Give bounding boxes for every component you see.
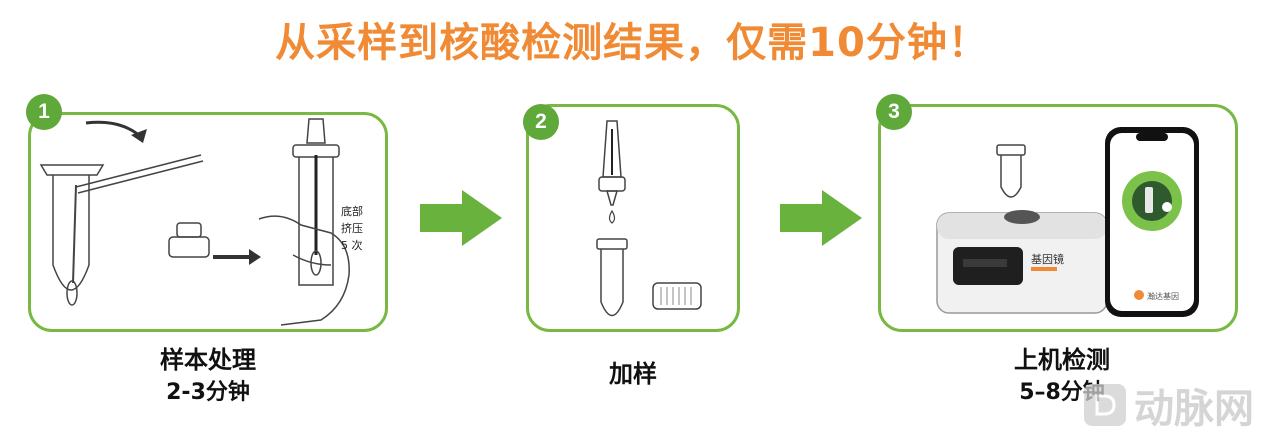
step-3-badge: 3 xyxy=(876,94,912,130)
app-label: 瀚达基因 xyxy=(1147,291,1179,301)
page-title: 从采样到核酸检测结果，仅需10分钟！ xyxy=(275,20,989,66)
watermark: 动脉网 xyxy=(1084,376,1254,434)
step-2-panel xyxy=(526,104,740,332)
squeeze-note-line1: 底部 xyxy=(341,204,363,218)
step-3-label: 上机检测 xyxy=(1014,346,1110,374)
step-1-panel: 底部 挤压 5 次 xyxy=(28,112,388,332)
watermark-text: 动脉网 xyxy=(1134,386,1254,432)
step-2-badge: 2 xyxy=(523,104,559,140)
step-1-badge: 1 xyxy=(26,94,62,130)
add-sample-illustration xyxy=(596,120,702,317)
step-1-time: 2-3分钟 xyxy=(166,380,250,405)
arrow-right-icon xyxy=(780,190,862,246)
squeeze-note-line2: 挤压 xyxy=(341,221,363,235)
step-2-label: 加样 xyxy=(609,360,657,388)
sample-processing-illustration: 底部 挤压 5 次 xyxy=(39,118,363,326)
device-label: 基因镜 xyxy=(1031,252,1064,266)
arrow-right-icon xyxy=(420,190,502,246)
squeeze-note-line3: 5 次 xyxy=(341,238,363,252)
watermark-logo-icon xyxy=(1084,384,1126,426)
machine-detection-illustration: 基因镜 瀚达基因 xyxy=(936,127,1199,317)
step-3-panel: 基因镜 瀚达基因 xyxy=(878,104,1238,332)
step-1-label: 样本处理 xyxy=(160,346,256,374)
